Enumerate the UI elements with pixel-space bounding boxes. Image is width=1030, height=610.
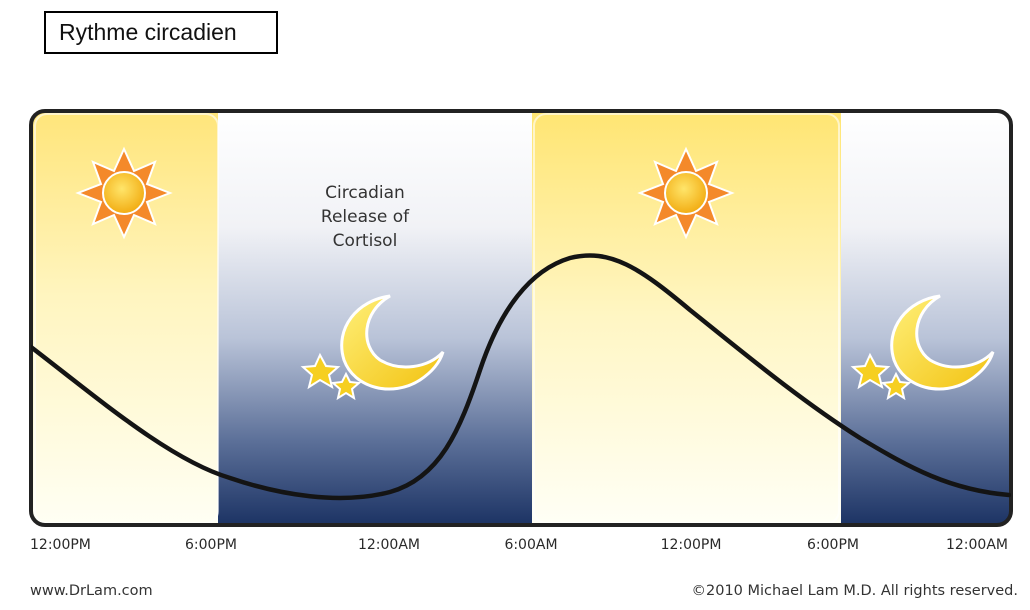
time-label: 12:00AM	[358, 537, 420, 553]
website-label: www.DrLam.com	[30, 583, 153, 599]
time-label: 6:00AM	[504, 537, 557, 553]
page-title: Rythme circadien	[59, 19, 237, 45]
chart-frame	[29, 109, 1013, 527]
diagram-label-line-1: Circadian	[325, 183, 405, 203]
sun-icon	[637, 146, 735, 240]
star-icon	[880, 371, 912, 401]
star-icon	[330, 371, 362, 401]
night-band	[218, 111, 532, 525]
diagram-label-line-3: Cortisol	[333, 231, 398, 251]
time-label: 6:00PM	[807, 537, 859, 553]
cortisol-curve	[31, 253, 1011, 501]
night-band	[841, 111, 1011, 525]
sun-icon	[75, 146, 173, 240]
time-label: 6:00PM	[185, 537, 237, 553]
star-icon	[850, 352, 891, 390]
diagram-label-line-2: Release of	[321, 207, 410, 227]
copyright-label: ©2010 Michael Lam M.D. All rights reserv…	[692, 583, 1019, 599]
time-label: 12:00PM	[30, 537, 91, 553]
star-icon	[300, 352, 341, 390]
time-label: 12:00AM	[946, 537, 1008, 553]
time-label: 12:00PM	[661, 537, 722, 553]
title-box: Rythme circadien	[44, 11, 278, 54]
moon-icon	[850, 294, 995, 401]
moon-icon	[300, 294, 445, 401]
